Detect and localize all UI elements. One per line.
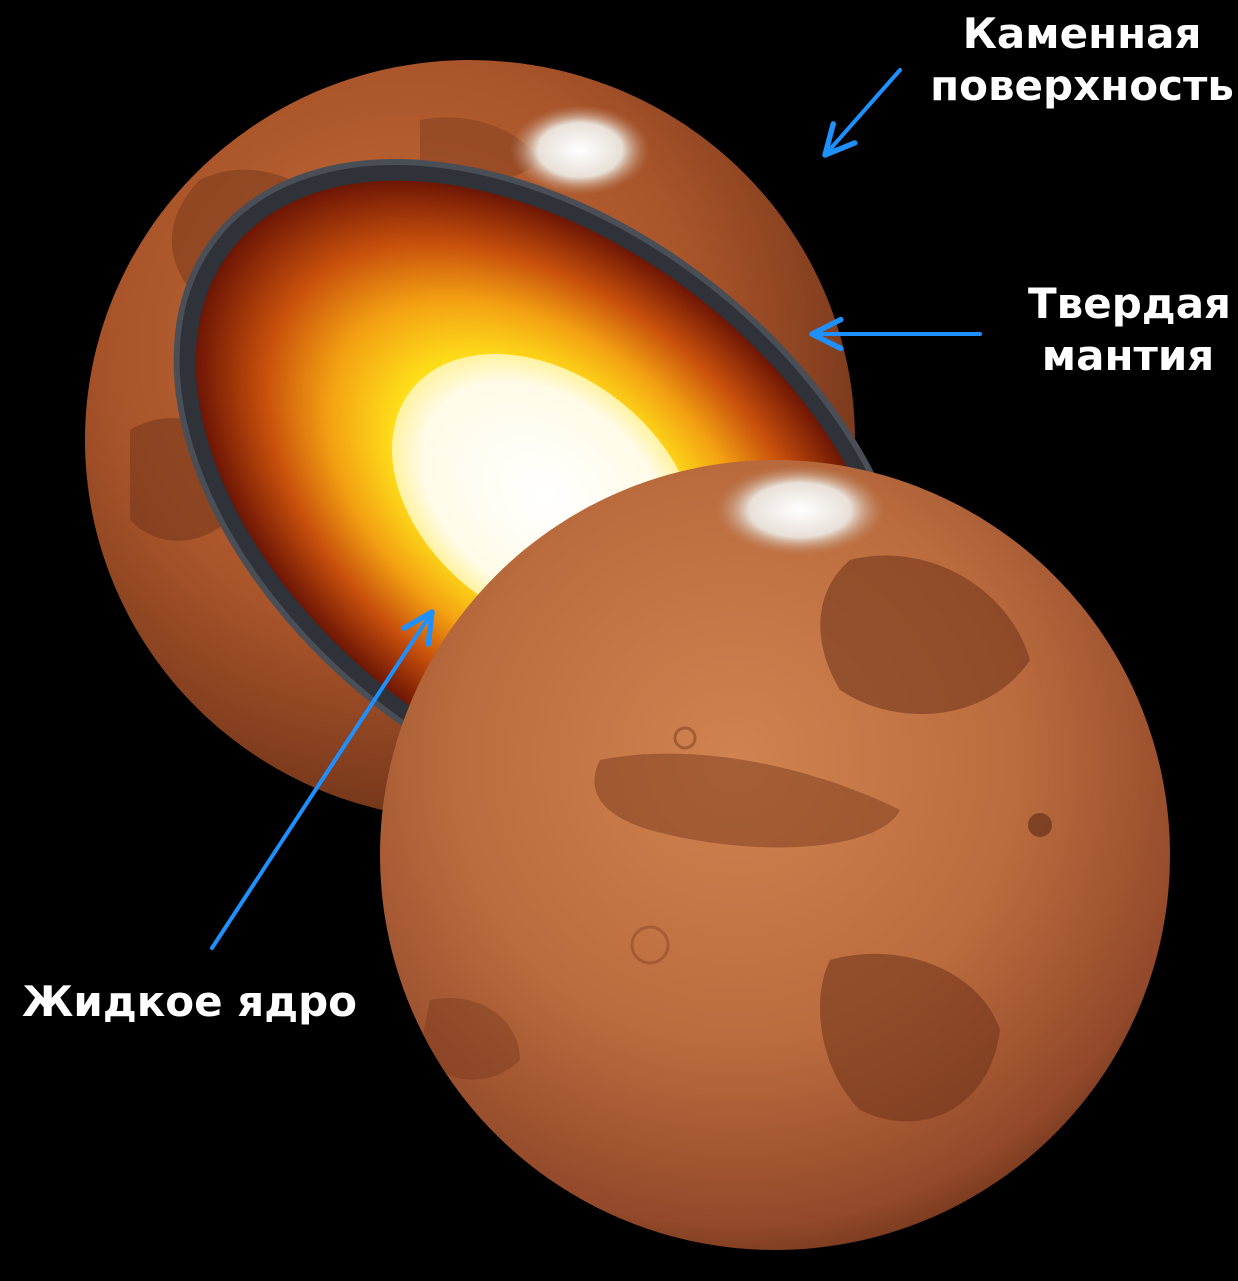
north-polar-cap-upper (510, 105, 650, 195)
surface-arrow (822, 68, 902, 158)
surface-label-line1: Каменная (962, 9, 1202, 58)
mantle-label: Твердая мантия (1028, 278, 1232, 382)
surface-label-line2: поверхность (930, 61, 1234, 110)
north-polar-cap-lower (715, 465, 885, 555)
mantle-label-line2: мантия (1041, 331, 1215, 380)
core-arrow (210, 609, 435, 950)
mantle-label-line1: Твердая (1028, 279, 1232, 328)
surface-label: Каменная поверхность (926, 8, 1238, 112)
mars-lower-hemisphere (380, 460, 1170, 1250)
core-label: Жидкое ядро (22, 976, 357, 1028)
core-label-text: Жидкое ядро (22, 977, 358, 1026)
